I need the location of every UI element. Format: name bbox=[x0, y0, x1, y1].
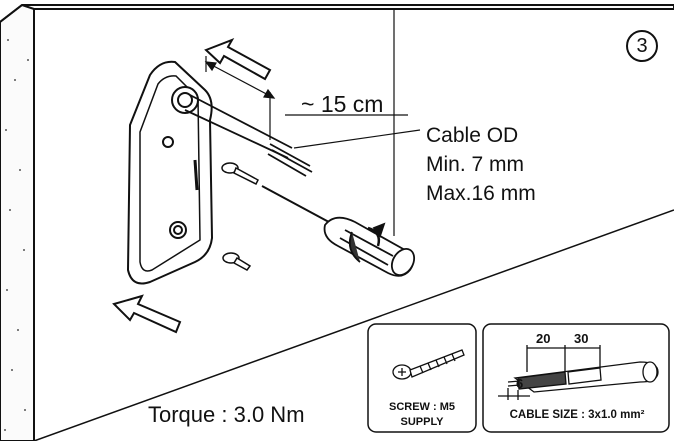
cable-od-max: Max.16 mm bbox=[426, 182, 536, 205]
screw-supply-text: SUPPLY bbox=[400, 416, 444, 428]
step-number-badge: 3 bbox=[626, 30, 658, 62]
arrow-bottom-icon bbox=[112, 294, 182, 334]
wall bbox=[0, 4, 674, 441]
arrow-top-icon bbox=[204, 38, 272, 81]
cable-dim-6: 6 bbox=[516, 376, 524, 391]
screws bbox=[221, 162, 259, 271]
cable-panel-frame bbox=[482, 323, 670, 433]
wall-texture bbox=[4, 39, 29, 431]
torque-label: Torque : 3.0 Nm bbox=[148, 402, 305, 427]
cable-dim-30: 30 bbox=[574, 331, 589, 346]
cable-strip-length-label: ~ 15 cm bbox=[301, 91, 384, 117]
cable-size-label: CABLE SIZE : 3x1.0 mm² bbox=[509, 409, 645, 421]
cable-od-min: Min. 7 mm bbox=[426, 153, 525, 176]
screw-panel-frame bbox=[367, 323, 477, 433]
length-dimension bbox=[204, 9, 421, 236]
cable bbox=[184, 94, 313, 177]
screw-panel-label: SCREW : M5 SUPPLY bbox=[368, 400, 476, 430]
screw-size-text: SCREW : M5 bbox=[389, 401, 455, 413]
cable-dim-20: 20 bbox=[536, 331, 551, 346]
screwdriver bbox=[261, 185, 416, 277]
enclosure-base bbox=[126, 60, 214, 285]
cable-od-title: Cable OD bbox=[426, 124, 519, 147]
